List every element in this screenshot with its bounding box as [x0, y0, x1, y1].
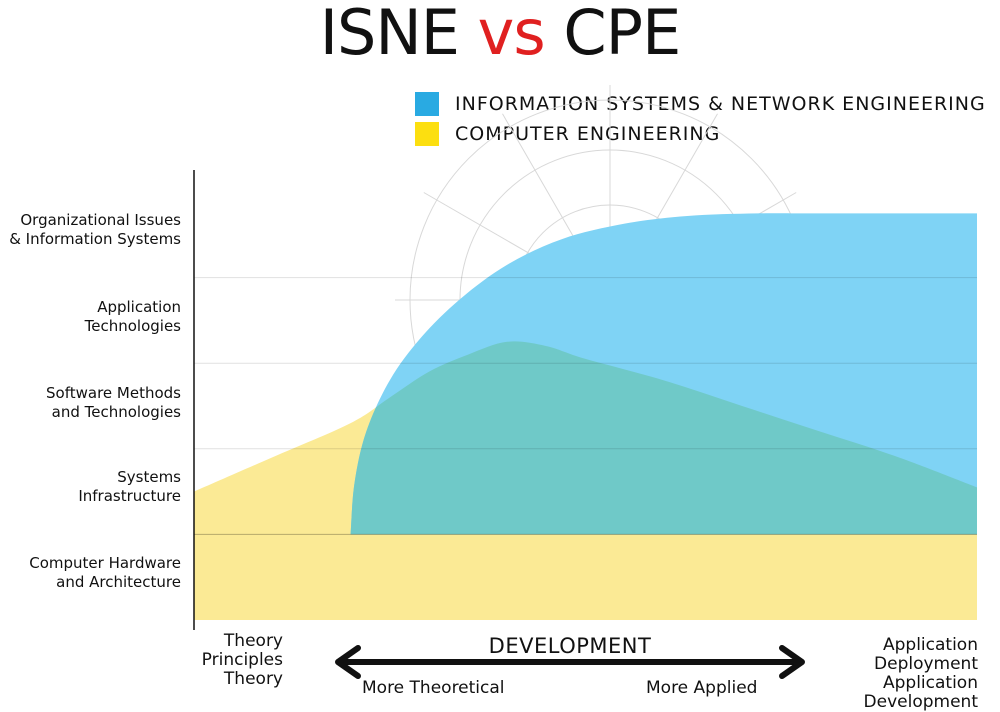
- legend-label-cpe: COMPUTER ENGINEERING: [455, 123, 721, 145]
- title-vs: vs: [477, 0, 546, 69]
- y-label-line: & Information Systems: [9, 230, 181, 248]
- band-computer-hardware: [194, 534, 977, 620]
- title-cpe: CPE: [563, 0, 681, 69]
- legend-item-cpe: COMPUTER ENGINEERING: [415, 121, 720, 147]
- x-left-line: Theory: [223, 669, 283, 689]
- x-axis-center-label: DEVELOPMENT: [488, 634, 652, 658]
- double-arrow: [335, 645, 805, 679]
- y-label-line: Systems: [117, 468, 181, 486]
- x-right-line: Application: [883, 673, 978, 693]
- x-right-line: Development: [863, 692, 978, 712]
- y-label-line: Infrastructure: [78, 487, 181, 505]
- x-right-line: Deployment: [874, 654, 978, 674]
- y-label-line: Organizational Issues: [20, 211, 181, 229]
- y-label-line: Computer Hardware: [29, 554, 181, 572]
- x-arrow-right-label: More Applied: [646, 678, 758, 698]
- page-title: ISNE vs CPE: [0, 0, 1000, 66]
- x-label-right: Application Deployment Application Devel…: [840, 636, 978, 712]
- x-arrow-left-label: More Theoretical: [362, 678, 505, 698]
- legend-swatch-isne: [415, 92, 439, 116]
- y-label-line: and Architecture: [56, 573, 181, 591]
- x-label-left: Theory Principles Theory: [191, 632, 283, 689]
- x-right-line: Application: [883, 635, 978, 655]
- legend-label-isne: INFORMATION SYSTEMS & NETWORK ENGINEERIN…: [455, 93, 986, 115]
- y-label-organizational: Organizational Issues& Information Syste…: [9, 211, 181, 249]
- y-label-line: Application: [97, 298, 181, 316]
- y-label-line: and Technologies: [51, 403, 181, 421]
- title-isne: ISNE: [319, 0, 460, 69]
- area-overlap: [350, 341, 977, 535]
- legend-swatch-cpe: [415, 122, 439, 146]
- x-left-line: Theory: [223, 631, 283, 651]
- y-label-line: Software Methods: [46, 384, 181, 402]
- x-left-line: Principles: [201, 650, 283, 670]
- y-label-line: Technologies: [84, 317, 181, 335]
- legend-item-isne: INFORMATION SYSTEMS & NETWORK ENGINEERIN…: [415, 91, 986, 117]
